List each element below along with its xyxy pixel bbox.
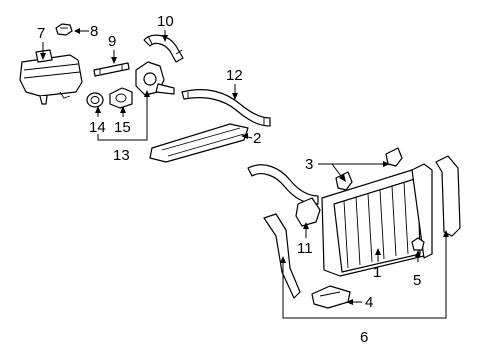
upper-brackets — [335, 147, 403, 191]
callout-13: 13 — [113, 147, 130, 164]
callout-12: 12 — [226, 67, 243, 84]
callout-10: 10 — [157, 13, 174, 30]
callout-3: 3 — [305, 156, 313, 173]
right-side-seal — [435, 155, 461, 237]
callout-8: 8 — [90, 23, 98, 40]
long-hose — [181, 89, 271, 127]
reservoir-cap — [55, 23, 73, 36]
thermostat-gasket — [109, 87, 133, 109]
thermostat — [86, 92, 104, 108]
callout-numbers: 7 8 9 10 12 2 14 15 13 3 11 1 5 4 6 — [37, 13, 421, 346]
thermostat-housing — [135, 61, 175, 96]
callout-11: 11 — [297, 240, 313, 257]
air-baffle — [149, 123, 249, 163]
callout-5: 5 — [413, 272, 421, 289]
left-side-seal — [263, 213, 301, 299]
lower-mount — [311, 285, 351, 309]
drain-plug — [411, 237, 425, 251]
callout-7: 7 — [37, 25, 45, 42]
hose-clamp — [295, 197, 321, 227]
arrowheads — [40, 28, 449, 305]
callout-14: 14 — [89, 119, 106, 136]
callout-4: 4 — [365, 294, 373, 311]
radiator-inlet-hose — [247, 164, 319, 205]
radiator — [321, 163, 433, 277]
callout-15: 15 — [114, 119, 131, 136]
callout-1: 1 — [373, 264, 381, 281]
callout-2: 2 — [253, 130, 261, 147]
upper-hose — [143, 34, 184, 63]
coolant-reservoir — [19, 49, 83, 105]
callout-9: 9 — [108, 33, 116, 50]
small-hose — [93, 62, 130, 77]
callout-6: 6 — [360, 329, 368, 346]
